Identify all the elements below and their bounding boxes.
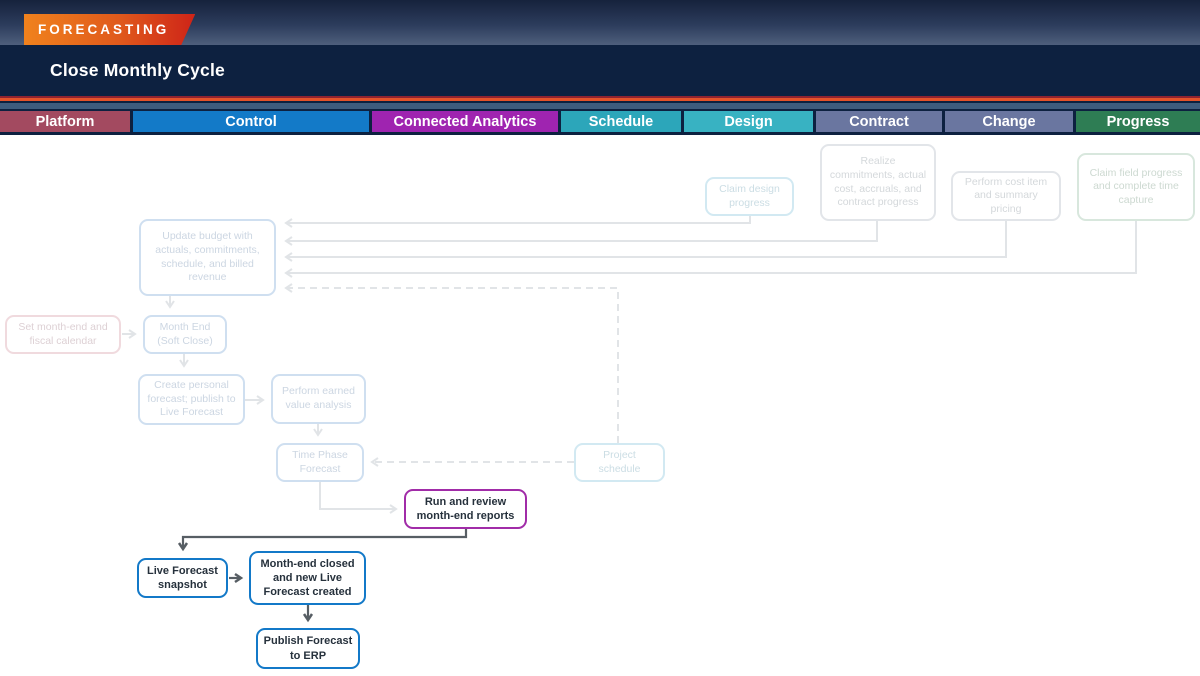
tab-contract[interactable]: Contract (816, 111, 942, 132)
connector-cost-item-to-update-budget (284, 221, 1007, 262)
node-create-personal-forecast: Create personal forecast; publish to Liv… (138, 374, 245, 425)
node-month-end-soft-close: Month End (Soft Close) (143, 315, 227, 354)
title-bar: Close Monthly Cycle (0, 45, 1200, 96)
node-run-review-reports[interactable]: Run and review month-end reports (404, 489, 527, 529)
node-realize-commitments: Realize commitments, actual cost, accrua… (820, 144, 936, 221)
divider-orange-line (0, 98, 1200, 101)
node-publish-forecast-erp[interactable]: Publish Forecast to ERP (256, 628, 360, 669)
divider-navy-line (0, 101, 1200, 103)
divider-red-line (0, 96, 1200, 98)
node-perform-cost-item: Perform cost item and summary pricing (951, 171, 1061, 221)
connector-claim-design-to-update-budget (284, 216, 751, 228)
tab-connected-analytics[interactable]: Connected Analytics (372, 111, 558, 132)
node-live-forecast-snapshot[interactable]: Live Forecast snapshot (137, 558, 228, 598)
connector-field-progress-to-update-budget (284, 221, 1137, 278)
node-update-budget: Update budget with actuals, commitments,… (139, 219, 276, 296)
connector-time-phase-to-run-reports (319, 482, 398, 514)
tab-platform[interactable]: Platform (0, 111, 130, 132)
connector-run-reports-to-snapshot (177, 529, 468, 552)
node-month-end-closed[interactable]: Month-end closed and new Live Forecast c… (249, 551, 366, 605)
tab-progress[interactable]: Progress (1076, 111, 1200, 132)
tab-schedule[interactable]: Schedule (561, 111, 681, 132)
top-banner: FORECASTING (0, 0, 1200, 45)
node-claim-field-progress: Claim field progress and complete time c… (1077, 153, 1195, 221)
forecasting-badge: FORECASTING (24, 14, 195, 45)
phase-tabs: Platform Control Connected Analytics Sch… (0, 111, 1200, 135)
node-time-phase-forecast: Time Phase Forecast (276, 443, 364, 482)
node-set-month-end: Set month-end and fiscal calendar (5, 315, 121, 354)
node-project-schedule: Project schedule (574, 443, 665, 482)
divider-navy-line (0, 109, 1200, 111)
tab-design[interactable]: Design (684, 111, 813, 132)
page-title: Close Monthly Cycle (50, 60, 225, 80)
divider-slate-line (0, 103, 1200, 109)
tab-change[interactable]: Change (945, 111, 1073, 132)
tab-control[interactable]: Control (133, 111, 369, 132)
node-claim-design-progress: Claim design progress (705, 177, 794, 216)
connector-realize-to-update-budget (284, 221, 878, 246)
node-perform-earned-value: Perform earned value analysis (271, 374, 366, 424)
